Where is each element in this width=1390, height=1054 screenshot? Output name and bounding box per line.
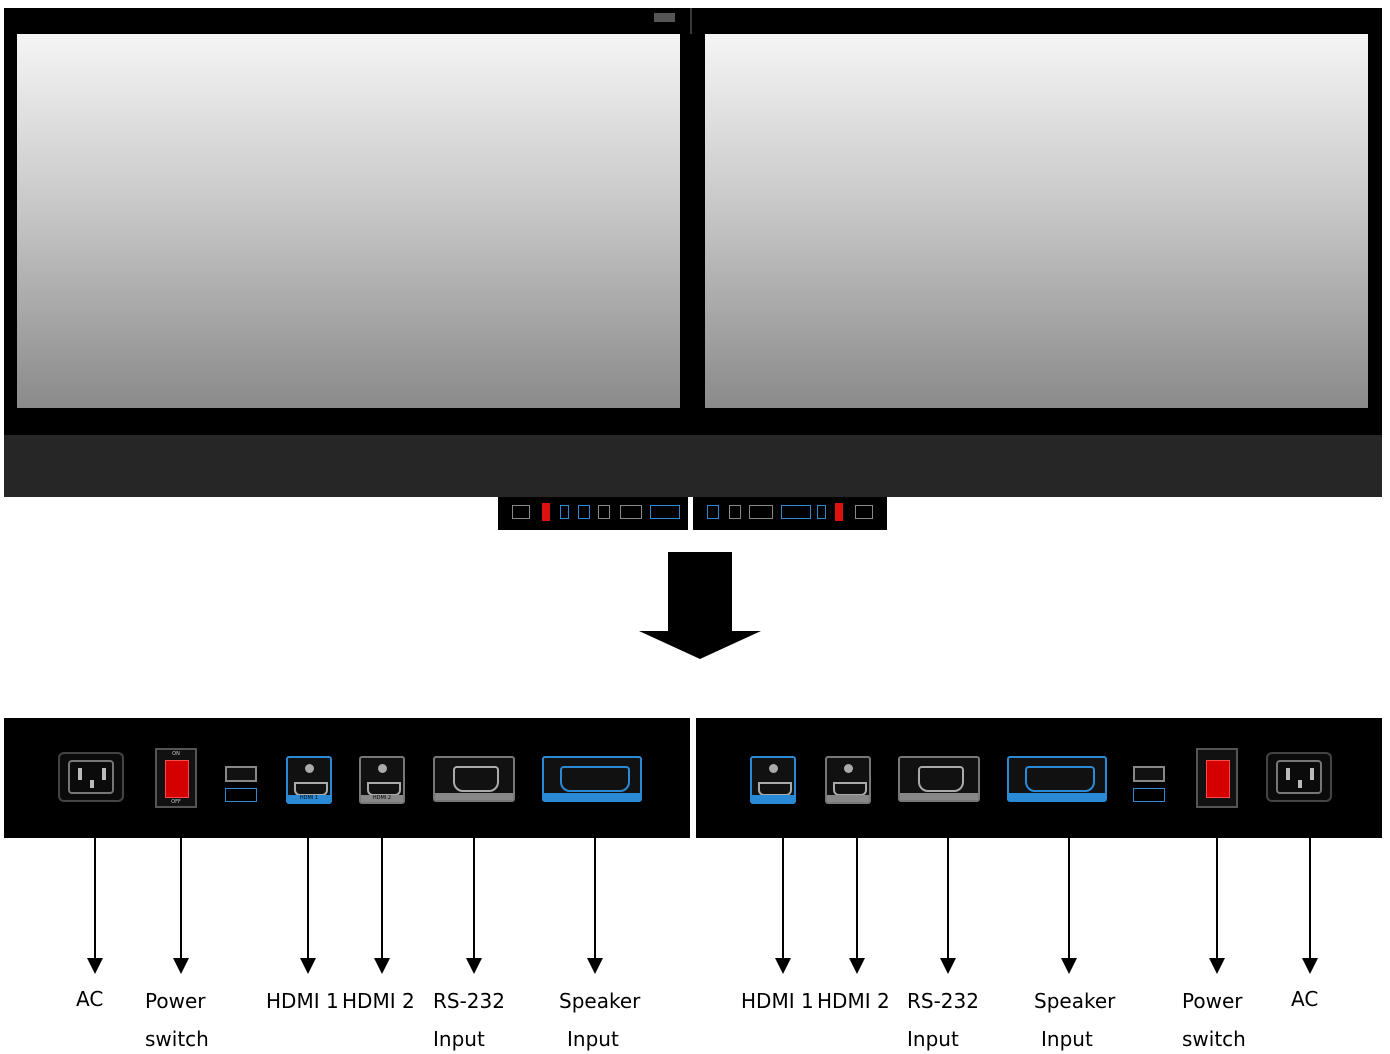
mini-hdmi2-icon — [729, 505, 741, 519]
arrow-down-icon — [587, 958, 603, 974]
hdmi2-port-icon — [825, 756, 871, 804]
pointer-line-ac-right — [1309, 838, 1311, 960]
pointer-line-power-right — [1216, 838, 1218, 960]
arrow-down-icon — [1061, 958, 1077, 974]
center-divider — [680, 34, 705, 435]
label-ac-right: AC — [1291, 987, 1319, 1011]
mini-com-icon — [749, 505, 773, 519]
label-hdmi2-left: HDMI 2 — [342, 989, 415, 1013]
arrow-down-icon — [374, 958, 390, 974]
speaker-in-port-text — [544, 793, 640, 800]
pointer-line-power-left — [180, 838, 182, 960]
mini-hdmi2-icon — [598, 505, 610, 519]
pointer-line-speaker-left — [594, 838, 596, 960]
mini-speaker-icon — [781, 505, 811, 519]
power-switch-icon — [1196, 748, 1238, 808]
arrow-down-icon — [300, 958, 316, 974]
usb-port-icon — [225, 766, 257, 804]
power-on-text: ON — [172, 751, 180, 757]
arrow-down-icon — [87, 958, 103, 974]
arrow-down-icon — [173, 958, 189, 974]
ac-socket-icon — [58, 752, 124, 802]
hdmi2-port-icon: HDMI 2 — [359, 756, 405, 804]
mini-speaker-icon — [650, 505, 680, 519]
pointer-line-hdmi1-right — [782, 838, 784, 960]
arrow-down-icon — [1209, 958, 1225, 974]
label-power-left-2: switch — [145, 1027, 209, 1051]
pointer-line-rs232-left — [473, 838, 475, 960]
mini-power-switch-icon — [542, 503, 550, 521]
left-monitor-screen — [17, 34, 680, 408]
mini-hdmi1-icon — [707, 505, 719, 519]
label-speaker-left-2: Input — [567, 1027, 619, 1051]
arrow-down-icon — [466, 958, 482, 974]
label-rs232-left-2: Input — [433, 1027, 485, 1051]
label-speaker-right-2: Input — [1041, 1027, 1093, 1051]
power-off-text: OFF — [171, 799, 181, 805]
down-arrow-icon — [639, 631, 761, 659]
com1-port-icon — [898, 756, 980, 802]
mini-usb-icon — [817, 505, 826, 519]
hdmi1-port-icon: HDMI 1 — [286, 756, 332, 804]
monitor-base — [4, 435, 1382, 497]
arrow-down-icon — [849, 958, 865, 974]
label-rs232-right: RS-232 — [907, 989, 979, 1013]
label-ac-left: AC — [76, 987, 104, 1011]
com1-port-icon — [433, 756, 515, 802]
mini-hdmi1-icon — [578, 505, 590, 519]
label-rs232-right-2: Input — [907, 1027, 959, 1051]
pointer-line-hdmi2-right — [856, 838, 858, 960]
label-power-left: Power — [145, 989, 206, 1013]
arrow-down-icon — [1302, 958, 1318, 974]
pointer-line-ac-left — [94, 838, 96, 960]
pointer-line-hdmi1-left — [307, 838, 309, 960]
mini-power-switch-icon — [835, 503, 843, 521]
label-hdmi2-right: HDMI 2 — [817, 989, 890, 1013]
label-rs232-left: RS-232 — [433, 989, 505, 1013]
arrow-down-icon — [940, 958, 956, 974]
ac-socket-icon — [1266, 752, 1332, 802]
mini-ac-icon — [855, 505, 873, 519]
usb-port-icon — [1133, 766, 1165, 804]
right-mini-port-panel — [693, 497, 887, 530]
label-power-right: Power — [1182, 989, 1243, 1013]
label-speaker-right: Speaker — [1034, 989, 1116, 1013]
down-arrow-shaft — [668, 552, 732, 632]
pointer-line-rs232-right — [947, 838, 949, 960]
hdmi2-port-text: HDMI 2 — [361, 795, 403, 802]
mini-panel-gap — [689, 497, 693, 530]
left-mini-port-panel — [498, 497, 688, 530]
com1-port-text — [435, 793, 513, 800]
speaker-in-port-icon — [542, 756, 642, 802]
right-monitor-screen — [705, 34, 1368, 408]
webcam-icon — [654, 13, 675, 22]
label-power-right-2: switch — [1182, 1027, 1246, 1051]
power-switch-icon: ON OFF — [155, 748, 197, 808]
mini-usb-icon — [560, 505, 569, 519]
label-speaker-left: Speaker — [559, 989, 641, 1013]
speaker-in-port-icon — [1007, 756, 1107, 802]
pointer-line-speaker-right — [1068, 838, 1070, 960]
label-hdmi1-right: HDMI 1 — [741, 989, 814, 1013]
mini-ac-icon — [512, 505, 530, 519]
hdmi1-port-icon — [750, 756, 796, 804]
mini-com-icon — [620, 505, 642, 519]
label-hdmi1-left: HDMI 1 — [266, 989, 339, 1013]
hdmi1-port-text: HDMI 1 — [288, 795, 330, 802]
arrow-down-icon — [775, 958, 791, 974]
pointer-line-hdmi2-left — [381, 838, 383, 960]
monitor-seam — [690, 8, 692, 34]
